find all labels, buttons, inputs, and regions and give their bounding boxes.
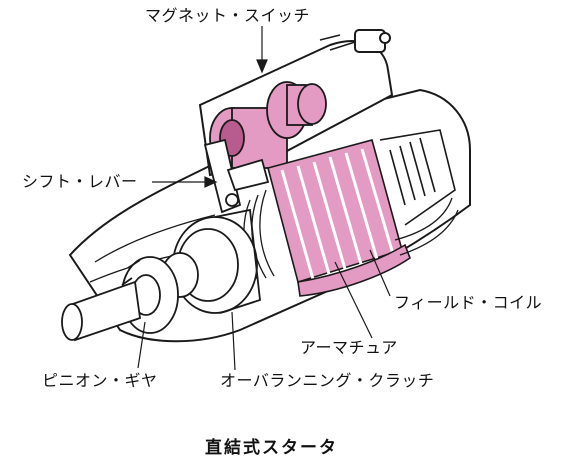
leader-lines [137,26,391,371]
pinion-gear [61,256,179,342]
shift-lever [203,138,270,214]
shift-lever-label: シフト・レバー [22,172,138,191]
magnetic-switch-label: マグネット・スイッチ [145,6,311,25]
pinion-gear-label: ピニオン・ギヤ [42,371,158,390]
armature-label: アーマチュア [300,338,398,357]
commutator [379,129,456,226]
overrunning-clutch [161,208,261,314]
plunger-highlight [209,81,327,169]
diagram-caption: 直結式スタータ [205,438,338,458]
armature-highlight [267,139,411,297]
overrunning-clutch-label: オーバランニング・クラッチ [220,371,435,390]
field-coil-label: フィールド・コイル [394,293,543,312]
